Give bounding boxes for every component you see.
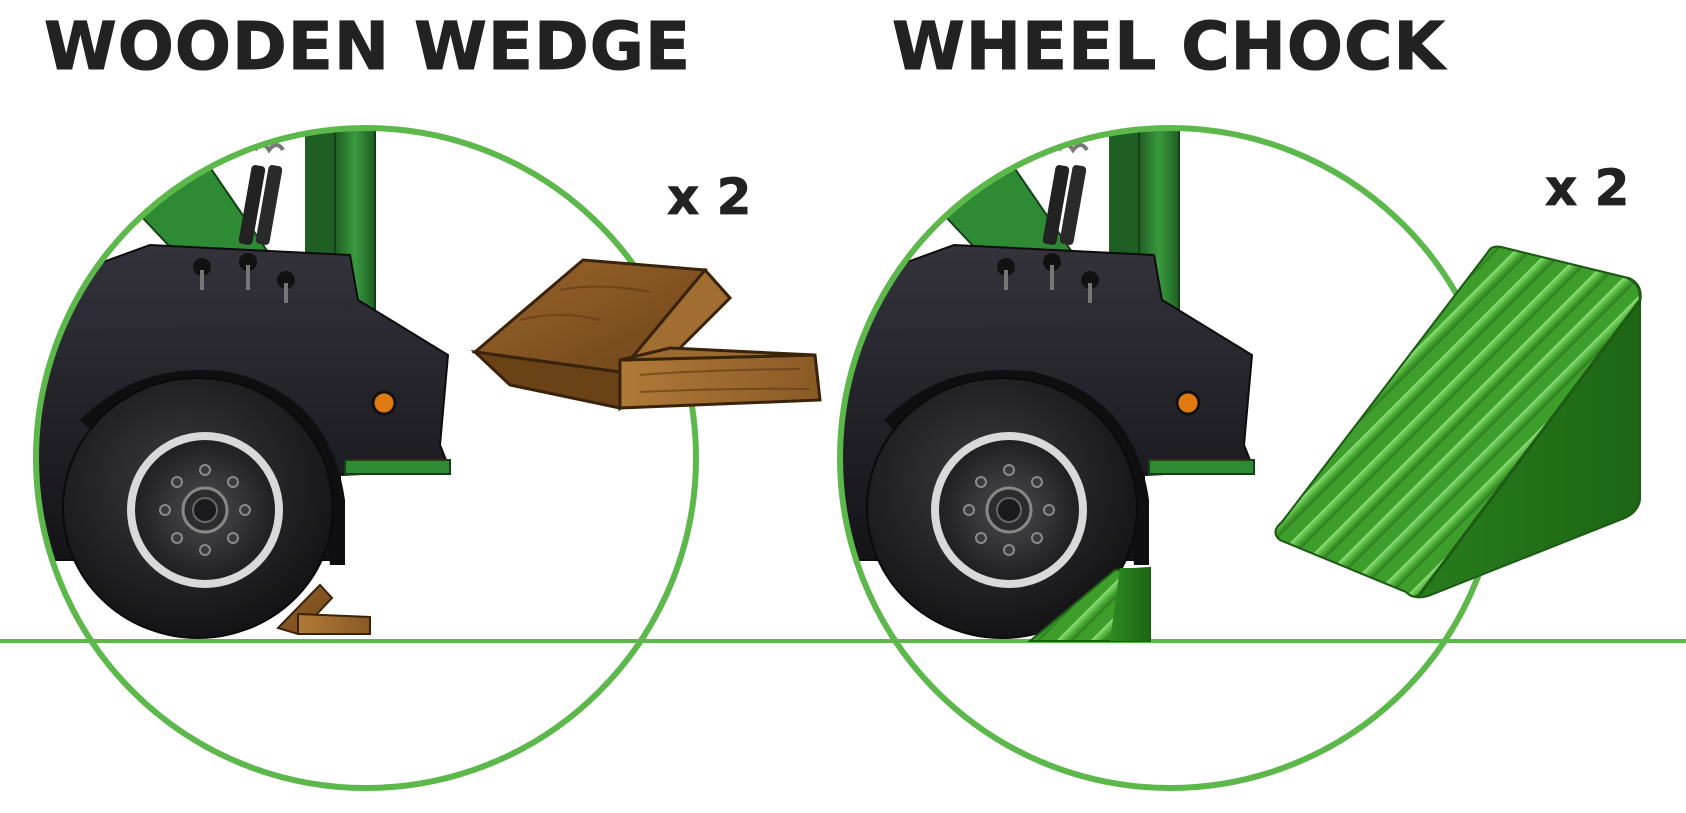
wheel-chock-title: WHEEL CHOCK [892, 8, 1446, 85]
small-wooden-wedge [276, 583, 371, 636]
wheel-chock-icon [1274, 245, 1642, 599]
detail-circle-left [33, 125, 699, 791]
wooden-wedge-panel [33, 125, 822, 791]
wheel-chock-quantity: x 2 [1545, 159, 1630, 217]
truck-illustration-left [36, 128, 452, 640]
small-wheel-chock [1027, 566, 1151, 642]
truck-illustration-right [840, 128, 1256, 640]
wooden-wedge-title: WOODEN WEDGE [43, 8, 692, 85]
wheel-chock-panel [837, 125, 1642, 791]
wooden-wedge-icon [470, 258, 822, 412]
wooden-wedge-quantity: x 2 [667, 168, 752, 226]
